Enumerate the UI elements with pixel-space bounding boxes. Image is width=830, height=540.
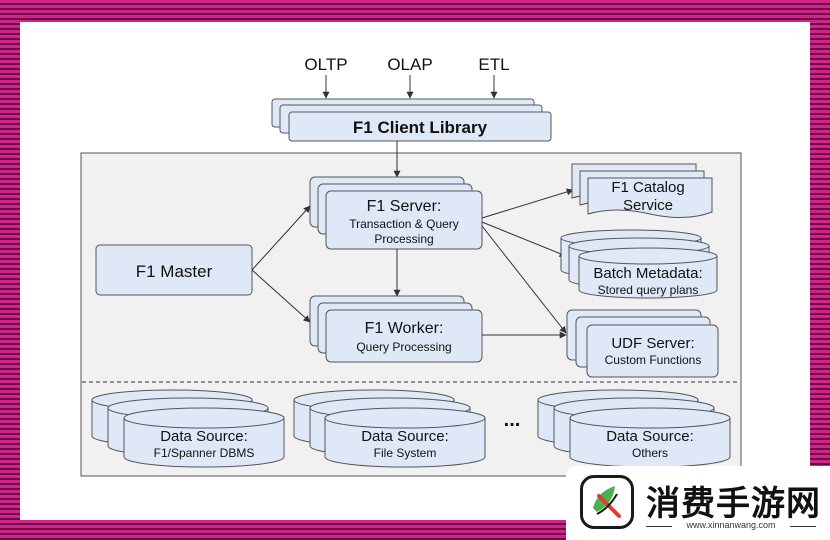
metadata-title: Batch Metadata:	[593, 265, 702, 282]
server-line2: Processing	[374, 232, 433, 246]
data-source-spanner: Data Source: F1/Spanner DBMS	[91, 389, 285, 468]
server-title: F1 Server:	[367, 198, 442, 215]
udf-line1: Custom Functions	[605, 353, 702, 367]
ellipsis: ...	[504, 409, 521, 431]
data-source-spanner-line1: F1/Spanner DBMS	[154, 446, 255, 460]
arrow-master-to-server	[251, 205, 311, 271]
server-line1: Transaction & Query	[349, 217, 459, 231]
arrow-server-to-catalog	[481, 188, 574, 219]
metadata-box: Batch Metadata: Stored query plans	[560, 229, 718, 299]
label-etl: ETL	[478, 55, 509, 74]
data-source-filesystem: Data Source: File System	[293, 389, 486, 468]
master-box: F1 Master	[95, 244, 253, 296]
client-library-box: F1 Client Library	[271, 98, 552, 142]
arrow-server-to-udf	[481, 225, 567, 334]
data-source-filesystem-line1: File System	[374, 446, 437, 460]
arrow-master-to-worker	[251, 269, 311, 323]
catalog-line1: F1 Catalog	[611, 179, 684, 196]
server-box: F1 Server: Transaction & Query Processin…	[309, 176, 483, 250]
arrow-server-to-metadata	[481, 221, 567, 257]
worker-title: F1 Worker:	[365, 320, 444, 337]
udf-box: UDF Server: Custom Functions	[566, 309, 719, 378]
master-label: F1 Master	[136, 262, 213, 281]
catalog-line2: Service	[623, 197, 673, 214]
worker-box: F1 Worker: Query Processing	[309, 295, 483, 363]
data-source-others-line1: Others	[632, 446, 668, 460]
label-olap: OLAP	[387, 55, 432, 74]
udf-title: UDF Server:	[611, 335, 694, 352]
worker-line1: Query Processing	[356, 340, 451, 354]
data-source-others-title: Data Source:	[606, 428, 694, 445]
data-source-spanner-title: Data Source:	[160, 428, 248, 445]
data-source-others: Data Source: Others	[537, 389, 731, 468]
watermark-url: www.xinnanwang.com	[646, 520, 816, 530]
catalog-box: F1 Catalog Service	[571, 163, 713, 218]
client-library-label: F1 Client Library	[353, 118, 488, 137]
watermark-title: 消费手游网	[646, 484, 821, 524]
data-source-filesystem-title: Data Source:	[361, 428, 449, 445]
watermark: 消费手游网 www.xinnanwang.com	[566, 466, 830, 540]
metadata-line1: Stored query plans	[598, 283, 699, 297]
watermark-logo-icon	[580, 475, 634, 529]
label-oltp: OLTP	[304, 55, 347, 74]
